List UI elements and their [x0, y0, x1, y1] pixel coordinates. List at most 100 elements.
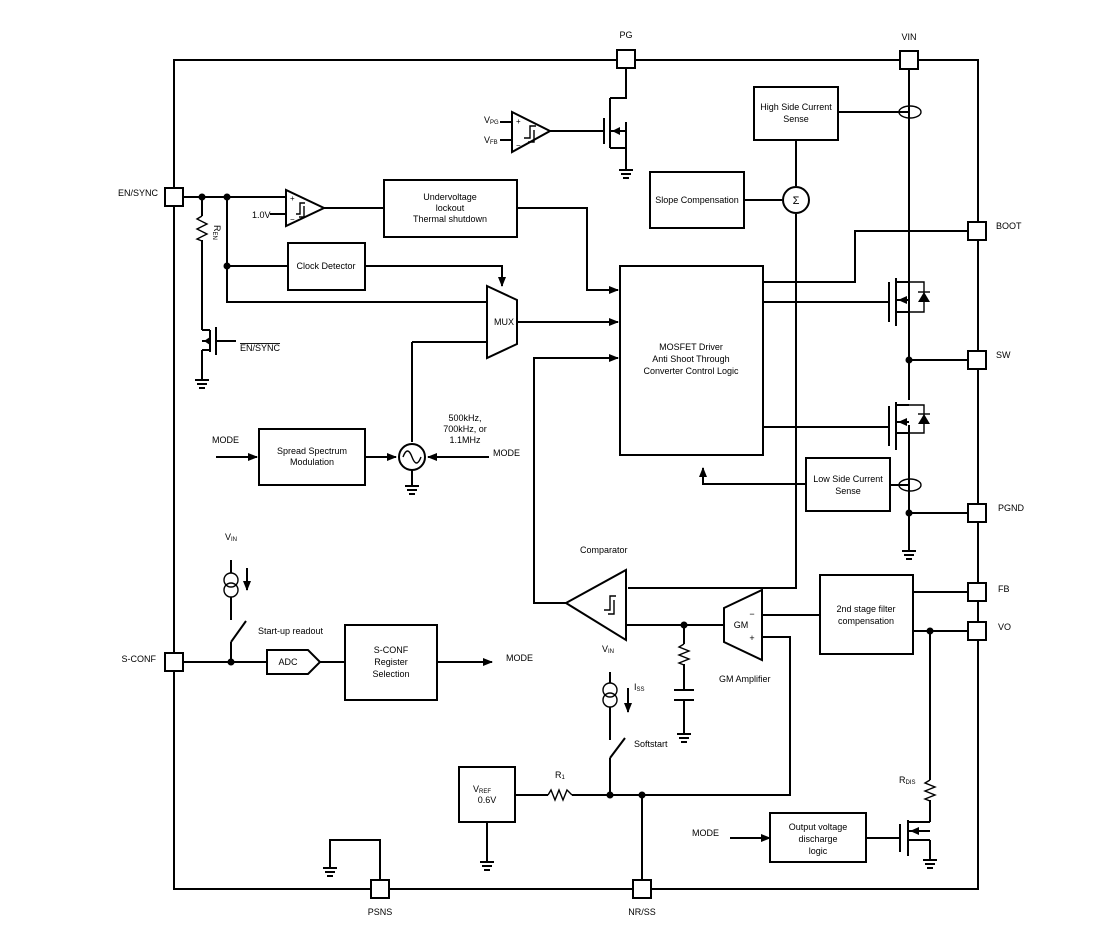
- mode-ss-label: MODE: [212, 435, 239, 445]
- vref-symbol: VREF: [473, 784, 491, 795]
- sconf-reg-line3: Selection: [372, 669, 409, 679]
- discharge-line2: discharge: [798, 834, 837, 844]
- filter-line1: 2nd stage filter: [836, 604, 895, 614]
- switches: [230, 620, 626, 759]
- pin-sw-label: SW: [996, 350, 1011, 360]
- comparator-label: Comparator: [580, 545, 628, 555]
- r1-label: R1: [555, 770, 566, 781]
- pin-pg-pad: [616, 49, 636, 69]
- svg-text:+: +: [290, 194, 295, 203]
- pin-psns-pad: [370, 879, 390, 899]
- pin-sconf-pad: [164, 652, 184, 672]
- mode-dis-label: MODE: [692, 828, 719, 838]
- ref-1v0-label: 1.0V: [252, 210, 271, 220]
- uvlo-block: Undervoltage lockout Thermal shutdown: [383, 179, 518, 238]
- clock-detector-label: Clock Detector: [296, 261, 355, 271]
- slope-compensation-label: Slope Compensation: [655, 195, 739, 205]
- osc-freq-line3: 1.1MHz: [449, 435, 481, 445]
- vref-value: 0.6V: [478, 795, 497, 805]
- sconf-reg-line1: S-CONF: [374, 645, 409, 655]
- pin-sconf-label: S-CONF: [122, 654, 157, 664]
- pin-pgnd-pad: [967, 503, 987, 523]
- gm-amplifier-label: GM Amplifier: [719, 674, 771, 684]
- pin-fb-label: FB: [998, 584, 1010, 594]
- pin-vo-label: VO: [998, 622, 1011, 632]
- pin-pads: [164, 49, 987, 899]
- spread-spectrum-block: Spread Spectrum Modulation: [258, 428, 366, 486]
- vref-block: VREF 0.6V: [458, 766, 516, 823]
- pin-labels: PG VIN EN/SYNC BOOT SW PGND FB VO S-CONF…: [118, 30, 1025, 917]
- i-ss-label: ISS: [634, 682, 645, 693]
- adc-label: ADC: [278, 657, 298, 667]
- filter-line2: compensation: [838, 616, 894, 626]
- sconf-register-block: S-CONF Register Selection: [344, 624, 438, 701]
- slope-compensation-block: Slope Compensation: [649, 171, 745, 229]
- annotations: VPG VFB 1.0V REN EN/SYNC MODE 500kHz, 70…: [211, 115, 916, 838]
- discharge-line3: logic: [809, 846, 828, 856]
- mux-block: MUX: [486, 284, 518, 360]
- uvlo-comparator: + −: [285, 188, 327, 228]
- r-dis-label: RDIS: [899, 775, 916, 786]
- v-pg-label: VPG: [484, 115, 499, 126]
- svg-text:+: +: [516, 117, 521, 126]
- osc-freq-line2: 700kHz, or: [443, 424, 487, 434]
- high-side-sense-line1: High Side Current: [760, 102, 832, 112]
- driver-line2: Anti Shoot Through: [652, 354, 729, 364]
- adc-block: ADC: [266, 649, 322, 675]
- v-fb-label: VFB: [484, 135, 498, 146]
- softstart-capacitor: [674, 689, 694, 701]
- softstart-label: Softstart: [634, 739, 668, 749]
- discharge-fet: [899, 820, 930, 856]
- chip-outline: [173, 59, 979, 890]
- pg-comparator: + −: [511, 110, 553, 154]
- driver-line1: MOSFET Driver: [659, 342, 723, 352]
- current-sense-loops: [898, 105, 922, 492]
- low-side-sense-line1: Low Side Current: [813, 474, 883, 484]
- r-en-label: REN: [211, 225, 222, 240]
- osc-freq-line1: 500kHz,: [448, 413, 481, 423]
- sconf-reg-line2: Register: [374, 657, 408, 667]
- current-sources: [223, 560, 632, 718]
- summing-junction: Σ: [782, 186, 810, 214]
- low-side-sense-line2: Sense: [835, 486, 861, 496]
- sigma-symbol: Σ: [793, 195, 800, 207]
- discharge-logic-block: Output voltage discharge logic: [769, 812, 867, 863]
- pin-sw-pad: [967, 350, 987, 370]
- svg-text:−: −: [290, 215, 295, 224]
- high-side-sense-line2: Sense: [783, 114, 809, 124]
- uvlo-line3: Thermal shutdown: [413, 214, 487, 224]
- oscillator-source: [398, 443, 426, 471]
- pin-nrss-label: NR/SS: [628, 907, 656, 917]
- pin-vin-label: VIN: [901, 32, 916, 42]
- pin-vo-pad: [967, 621, 987, 641]
- filter-compensation-block: 2nd stage filter compensation: [819, 574, 914, 655]
- pin-boot-label: BOOT: [996, 221, 1022, 231]
- high-side-fet: [888, 278, 930, 326]
- pin-nrss-pad: [632, 879, 652, 899]
- pin-pg-label: PG: [619, 30, 632, 40]
- pin-fb-pad: [967, 582, 987, 602]
- comparator: [564, 568, 627, 642]
- spread-spectrum-line2: Modulation: [290, 457, 334, 467]
- low-side-fet: [888, 402, 930, 450]
- startup-readout-label: Start-up readout: [258, 626, 324, 636]
- wires: [173, 59, 979, 890]
- mosfet-driver-block: MOSFET Driver Anti Shoot Through Convert…: [619, 265, 764, 456]
- pin-psns-label: PSNS: [368, 907, 393, 917]
- vin-top-label: VIN: [225, 532, 237, 543]
- pin-en-sync-label: EN/SYNC: [118, 188, 159, 198]
- svg-text:−: −: [516, 141, 521, 150]
- uvlo-line1: Undervoltage: [423, 192, 477, 202]
- discharge-line1: Output voltage: [789, 822, 848, 832]
- mode-out-label: MODE: [506, 653, 533, 663]
- clock-detector-block: Clock Detector: [287, 242, 366, 291]
- mode-osc-label: MODE: [493, 448, 520, 458]
- low-side-current-sense-block: Low Side Current Sense: [805, 457, 891, 512]
- pin-vin-pad: [899, 50, 919, 70]
- gm-minus: −: [749, 609, 754, 619]
- pin-en-sync-pad: [164, 187, 184, 207]
- uvlo-line2: lockout: [436, 203, 465, 213]
- gm-amplifier: GM − +: [723, 588, 763, 662]
- spread-spectrum-line1: Spread Spectrum: [277, 446, 347, 456]
